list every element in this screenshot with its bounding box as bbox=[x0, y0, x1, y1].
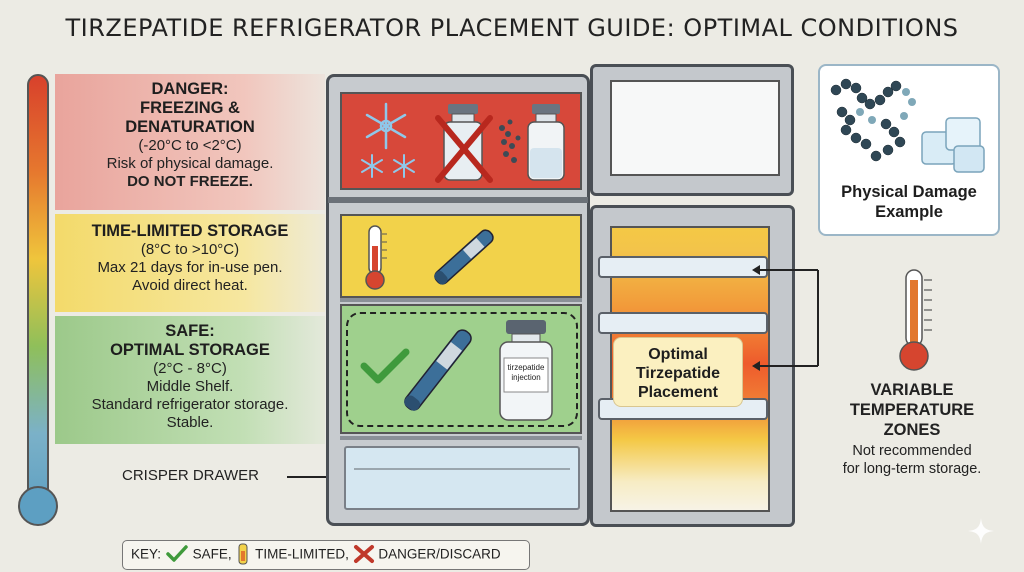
thermometer-icon bbox=[238, 543, 248, 565]
variable-zones-heading: VARIABLE TEMPERATURE ZONES bbox=[822, 380, 1002, 440]
crisper-drawer-label: CRISPER DRAWER bbox=[122, 467, 259, 484]
safe-zone-note-3: Stable. bbox=[166, 414, 214, 431]
safe-zone: SAFE: OPTIMAL STORAGE (2°C - 8°C) Middle… bbox=[55, 316, 325, 444]
thermometer-icon bbox=[899, 269, 932, 371]
key-time-limited-label: TIME-LIMITED, bbox=[255, 546, 349, 562]
checkmark-icon bbox=[166, 545, 188, 563]
thermometer-icon bbox=[365, 225, 387, 290]
safe-zone-note-2: Standard refrigerator storage. bbox=[91, 396, 289, 413]
frozen-vial-cross-icon bbox=[435, 104, 493, 183]
safe-zone-heading-2: OPTIMAL STORAGE bbox=[110, 341, 270, 359]
placement-line-3: Placement bbox=[637, 384, 719, 401]
danger-zone: DANGER: FREEZING & DENATURATION (-20°C t… bbox=[55, 74, 325, 210]
injection-pen-icon bbox=[434, 229, 494, 285]
physical-damage-line-1: Physical Damage bbox=[841, 183, 977, 201]
key-prefix: KEY: bbox=[131, 546, 162, 562]
thermometer-bulb bbox=[18, 486, 58, 526]
danger-zone-note: Risk of physical damage. bbox=[106, 155, 274, 172]
time-limited-note-2: Avoid direct heat. bbox=[132, 277, 248, 294]
freezer-divider bbox=[328, 197, 588, 203]
variable-zones-line-2: TEMPERATURE bbox=[849, 401, 975, 419]
safe-zone-heading-1: SAFE: bbox=[165, 322, 215, 340]
thermometer-scale bbox=[27, 74, 49, 514]
freezer-door-panel bbox=[610, 80, 780, 176]
injection-pen-icon bbox=[404, 329, 472, 411]
legend-key: KEY: SAFE, TIME-LIMITED, DANGER/DISCARD bbox=[122, 540, 530, 570]
sparkle-icon bbox=[968, 518, 994, 544]
fridge-shelf bbox=[340, 298, 582, 302]
physical-damage-label: Physical Damage Example bbox=[818, 182, 1000, 222]
danger-zone-heading-2: FREEZING & bbox=[140, 99, 240, 117]
variable-zone-arrows bbox=[752, 265, 819, 371]
variable-zones-line-1: VARIABLE bbox=[870, 381, 954, 399]
variable-zones-note-1: Not recommended bbox=[852, 443, 972, 459]
time-limited-range: (8°C to >10°C) bbox=[140, 241, 240, 258]
tirzepatide-vial-icon: tirzepatide injection bbox=[499, 320, 553, 421]
crisper-drawer bbox=[344, 446, 580, 510]
damaged-vial-icon bbox=[499, 104, 565, 181]
door-shelf bbox=[598, 256, 768, 278]
variable-zones-note-2: for long-term storage. bbox=[842, 461, 982, 477]
placement-line-2: Tirzepatide bbox=[635, 365, 721, 382]
danger-zone-range: (-20°C to <2°C) bbox=[138, 137, 242, 154]
checkmark-icon bbox=[360, 348, 410, 384]
safe-zone-note-1: Middle Shelf. bbox=[146, 378, 234, 395]
danger-zone-heading-3: DENATURATION bbox=[125, 118, 255, 136]
fridge-shelf bbox=[340, 436, 582, 440]
protein-aggregate-icon bbox=[830, 78, 985, 173]
physical-damage-line-2: Example bbox=[875, 203, 943, 221]
danger-zone-heading-1: DANGER: bbox=[151, 80, 229, 98]
page-title: TIRZEPATIDE REFRIGERATOR PLACEMENT GUIDE… bbox=[65, 14, 959, 42]
key-safe-label: SAFE, bbox=[192, 546, 232, 562]
door-shelf bbox=[598, 312, 768, 334]
safe-zone-range: (2°C - 8°C) bbox=[153, 360, 227, 377]
vial-label-line-1: tirzepatide bbox=[508, 363, 545, 372]
vial-label-line-2: injection bbox=[511, 373, 540, 382]
variable-zones-line-3: ZONES bbox=[883, 421, 941, 439]
time-limited-heading: TIME-LIMITED STORAGE bbox=[91, 222, 289, 240]
key-danger-label: DANGER/DISCARD bbox=[378, 546, 501, 562]
variable-zones-note: Not recommended for long-term storage. bbox=[812, 442, 1012, 478]
time-limited-zone: TIME-LIMITED STORAGE (8°C to >10°C) Max … bbox=[55, 214, 325, 312]
danger-zone-warning: DO NOT FREEZE. bbox=[127, 173, 253, 190]
placement-line-1: Optimal bbox=[648, 346, 708, 363]
snowflake-icon bbox=[361, 102, 415, 178]
optimal-placement-label: Optimal Tirzepatide Placement bbox=[613, 337, 743, 407]
optimal-placement-outline bbox=[346, 312, 578, 427]
time-limited-note-1: Max 21 days for in-use pen. bbox=[97, 259, 283, 276]
cross-icon bbox=[353, 545, 374, 564]
